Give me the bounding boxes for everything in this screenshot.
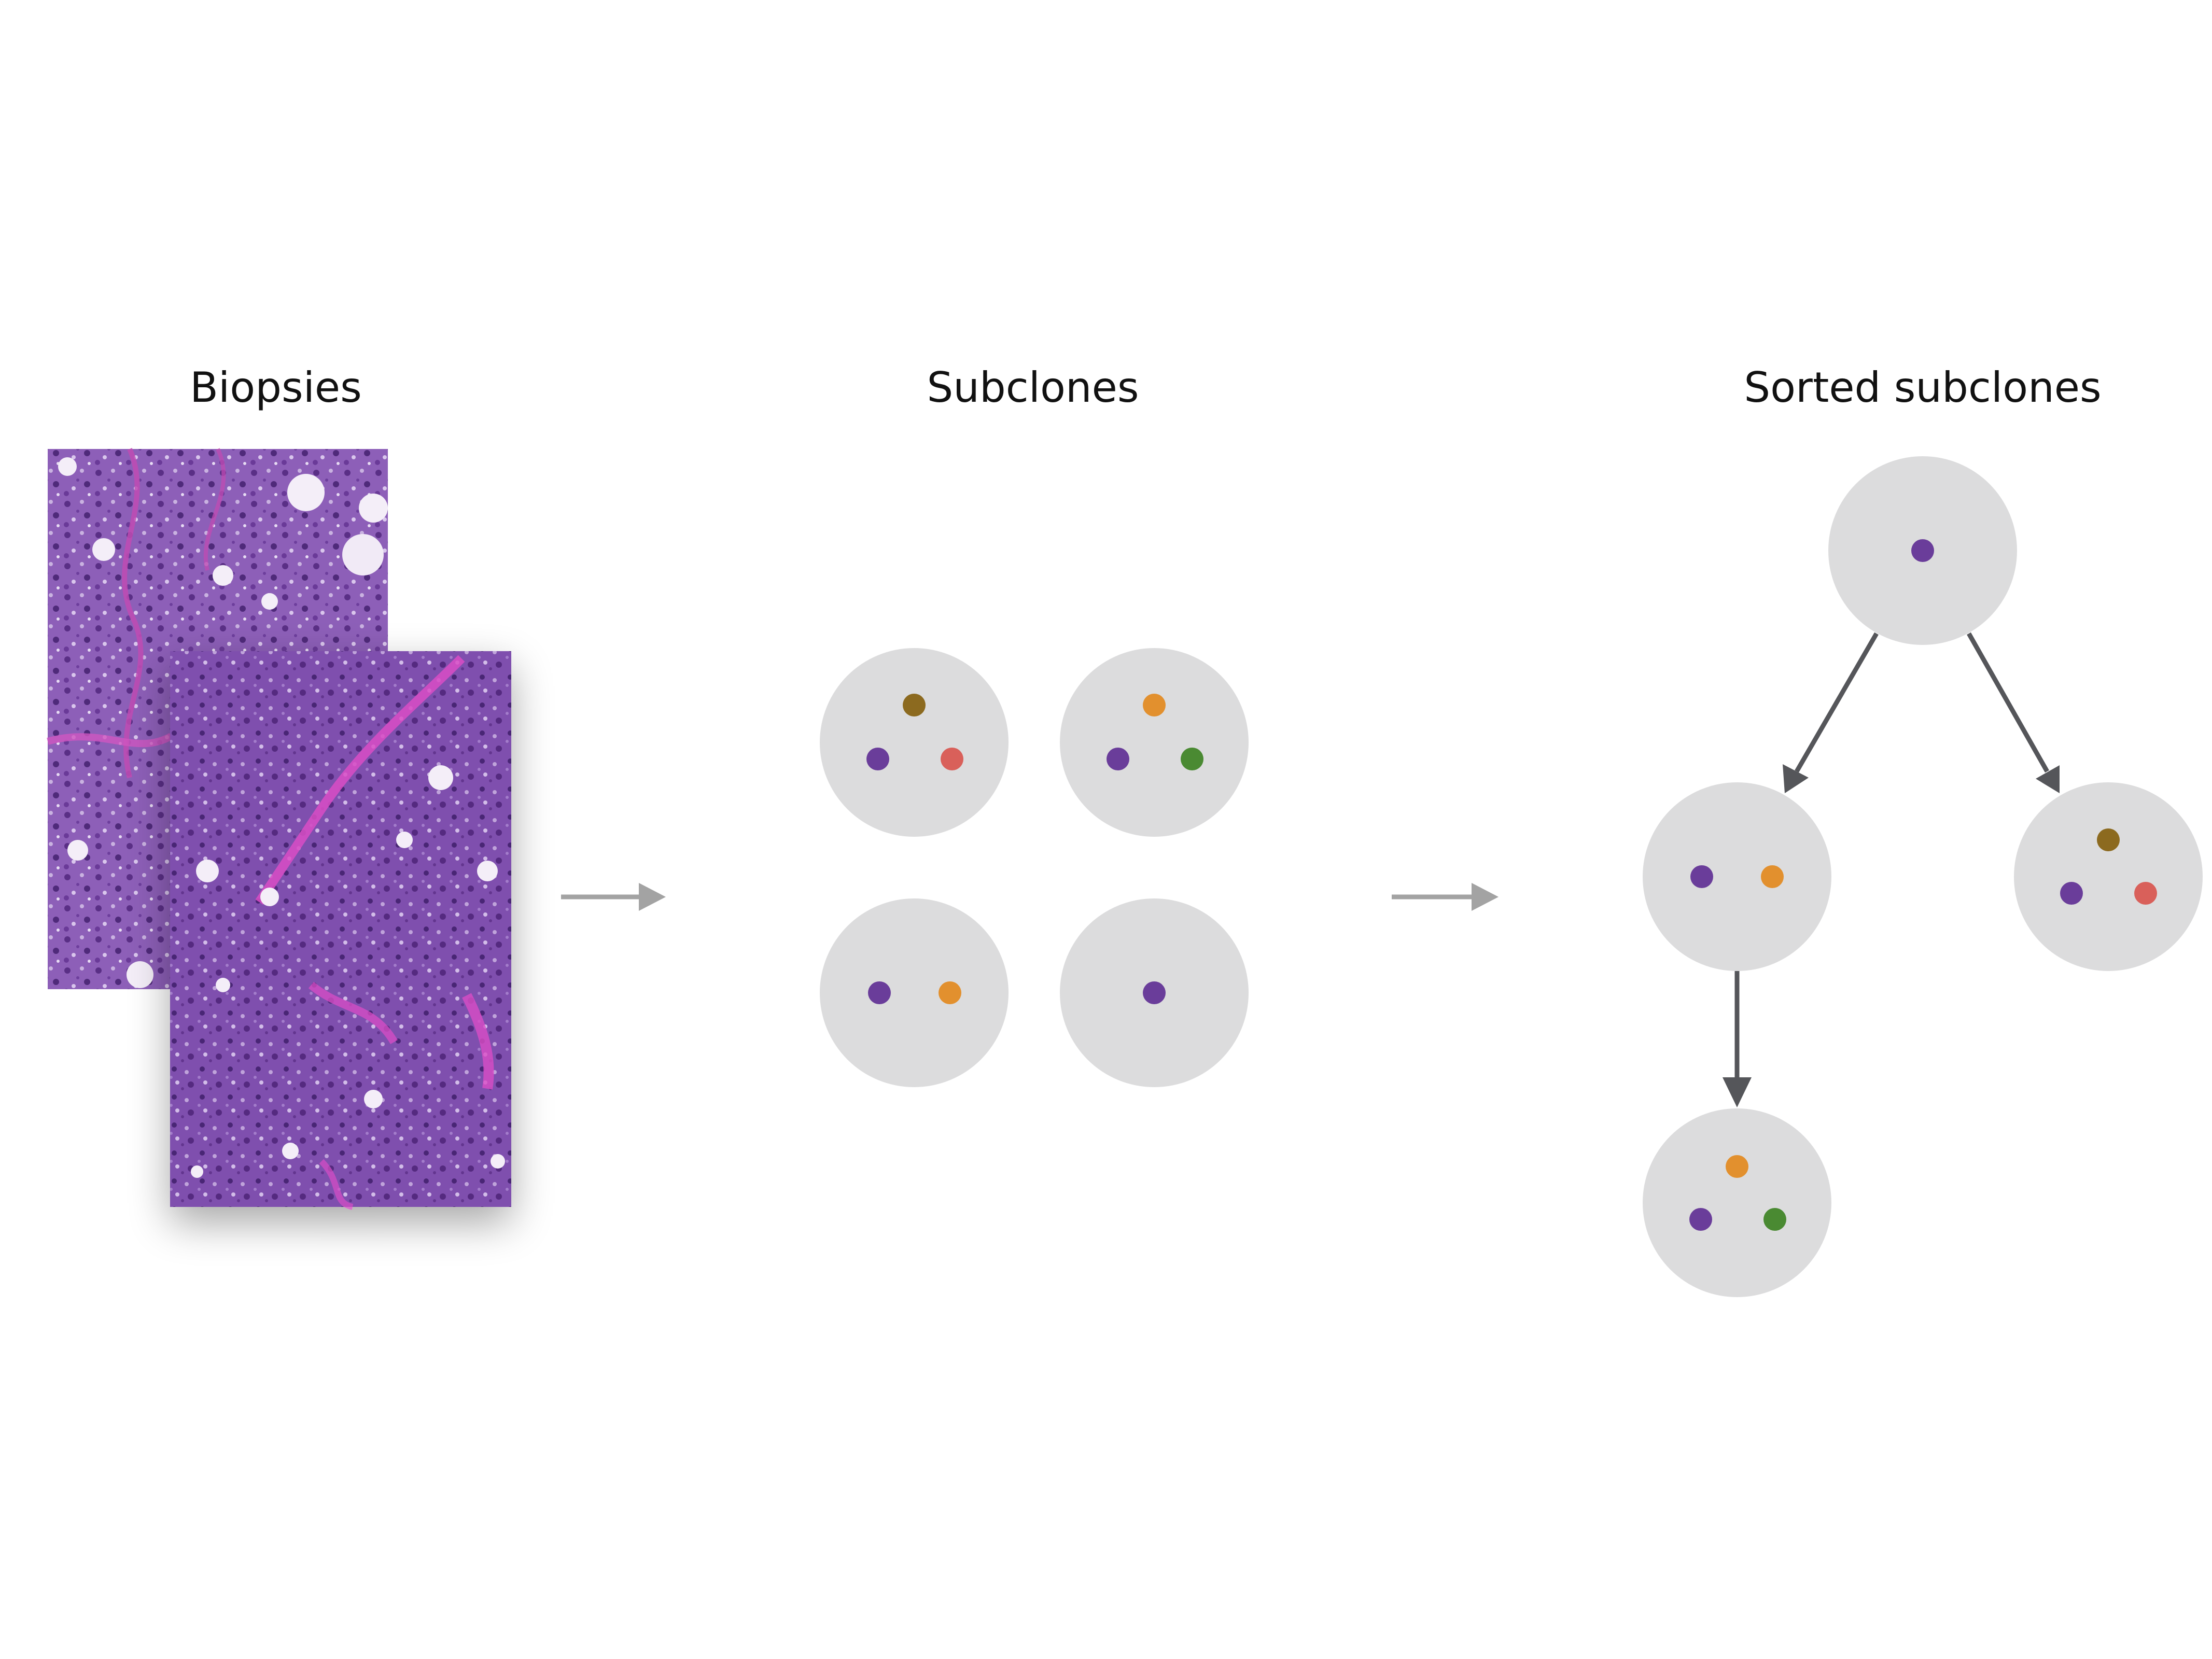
mutation-dot — [1761, 865, 1784, 888]
mutation-dot — [866, 748, 889, 770]
mutation-dot — [1143, 981, 1166, 1004]
mutation-dot — [868, 981, 891, 1004]
subclone-1 — [820, 648, 1009, 837]
tree-node-left-child — [1643, 782, 1831, 971]
tree-node-right-child — [2014, 782, 2203, 971]
mutation-dot — [1107, 748, 1129, 770]
mutation-dot — [1690, 865, 1713, 888]
flow-arrow-2 — [1392, 883, 1499, 911]
tree-edge-root-right — [1967, 632, 2060, 793]
biopsies-heading: Biopsies — [190, 363, 362, 412]
mutation-dot — [1689, 1208, 1712, 1231]
mutation-dot — [1911, 539, 1934, 562]
mutation-dot — [1763, 1208, 1786, 1231]
mutation-dot — [2097, 828, 2120, 851]
mutation-dot — [1726, 1155, 1748, 1178]
mutation-dot — [1143, 694, 1166, 716]
mutation-dot — [941, 748, 963, 770]
mutation-dot — [939, 981, 961, 1004]
flow-arrow-1 — [561, 883, 666, 911]
biopsy-image-front — [170, 651, 511, 1210]
tree-node-root — [1828, 456, 2017, 645]
tree-node-leaf — [1643, 1108, 1831, 1297]
tree-edge-left-leaf — [1723, 971, 1752, 1107]
mutation-dot — [2060, 882, 2083, 905]
tree-edge-root-left — [1783, 632, 1879, 793]
mutation-dot — [2134, 882, 2157, 905]
subclones-heading: Subclones — [927, 363, 1139, 412]
subclone-2 — [1060, 648, 1249, 837]
subclone-3 — [820, 898, 1009, 1087]
mutation-dot — [903, 694, 926, 716]
mutation-dot — [1181, 748, 1203, 770]
subclone-4 — [1060, 898, 1249, 1087]
sorted-subclones-heading: Sorted subclones — [1744, 363, 2101, 412]
